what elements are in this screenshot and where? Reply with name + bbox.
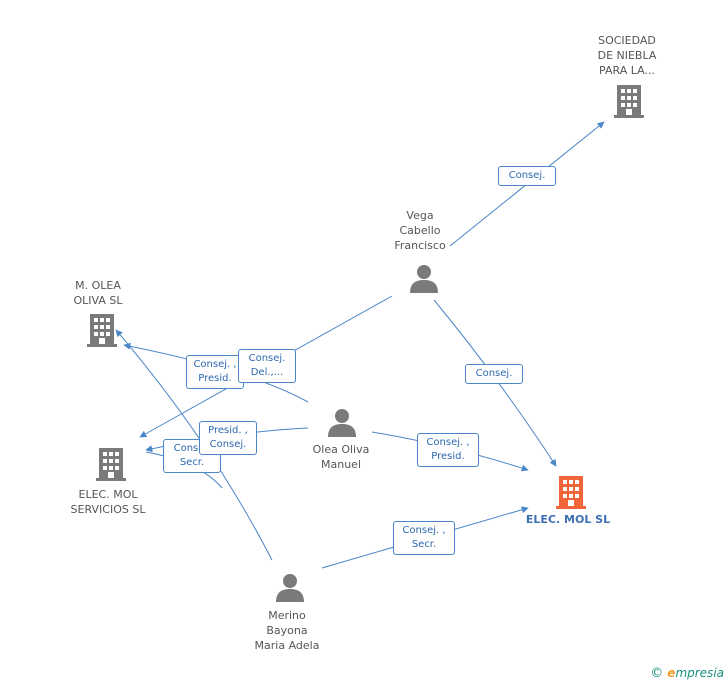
- person-icon[interactable]: [327, 407, 357, 437]
- brand-logo-text: mpresia: [675, 666, 724, 680]
- building-icon[interactable]: [87, 313, 117, 347]
- person-icon[interactable]: [409, 263, 439, 293]
- node-label-molea[interactable]: M. OLEA OLIVA SL: [73, 279, 123, 307]
- edge-label-vega-elecserv[interactable]: Consej. Del.,...: [238, 349, 296, 383]
- edge-label-olea-elecmol[interactable]: Consej. , Presid.: [417, 433, 479, 467]
- person-icon[interactable]: [275, 572, 305, 602]
- node-label-sociedad[interactable]: SOCIEDAD DE NIEBLA PARA LA...: [597, 34, 657, 77]
- node-label-elecserv[interactable]: ELEC. MOL SERVICIOS SL: [70, 488, 146, 516]
- main-building-icon[interactable]: [556, 475, 586, 509]
- building-icon[interactable]: [614, 84, 644, 118]
- node-label-elecmol[interactable]: ELEC. MOL SL: [525, 513, 611, 526]
- edge-label-merino-elecmol[interactable]: Consej. , Secr.: [393, 521, 455, 555]
- node-label-merino[interactable]: Merino Bayona Maria Adela: [254, 609, 320, 652]
- copyright-icon: ©: [650, 666, 664, 681]
- edge-label-olea-elecserv[interactable]: Presid. , Consej.: [199, 421, 257, 455]
- node-label-olea[interactable]: Olea Oliva Manuel: [312, 443, 370, 471]
- edge-label-vega-elecmol[interactable]: Consej.: [465, 364, 523, 384]
- brand-logo-e: e: [667, 666, 676, 680]
- node-label-vega[interactable]: Vega Cabello Francisco: [394, 209, 446, 252]
- edge-label-vega-sociedad[interactable]: Consej.: [498, 166, 556, 186]
- edge-label-olea-molea[interactable]: Consej. , Presid.: [186, 355, 244, 389]
- building-icon[interactable]: [96, 447, 126, 481]
- brand-footer: ©empresia: [650, 666, 724, 681]
